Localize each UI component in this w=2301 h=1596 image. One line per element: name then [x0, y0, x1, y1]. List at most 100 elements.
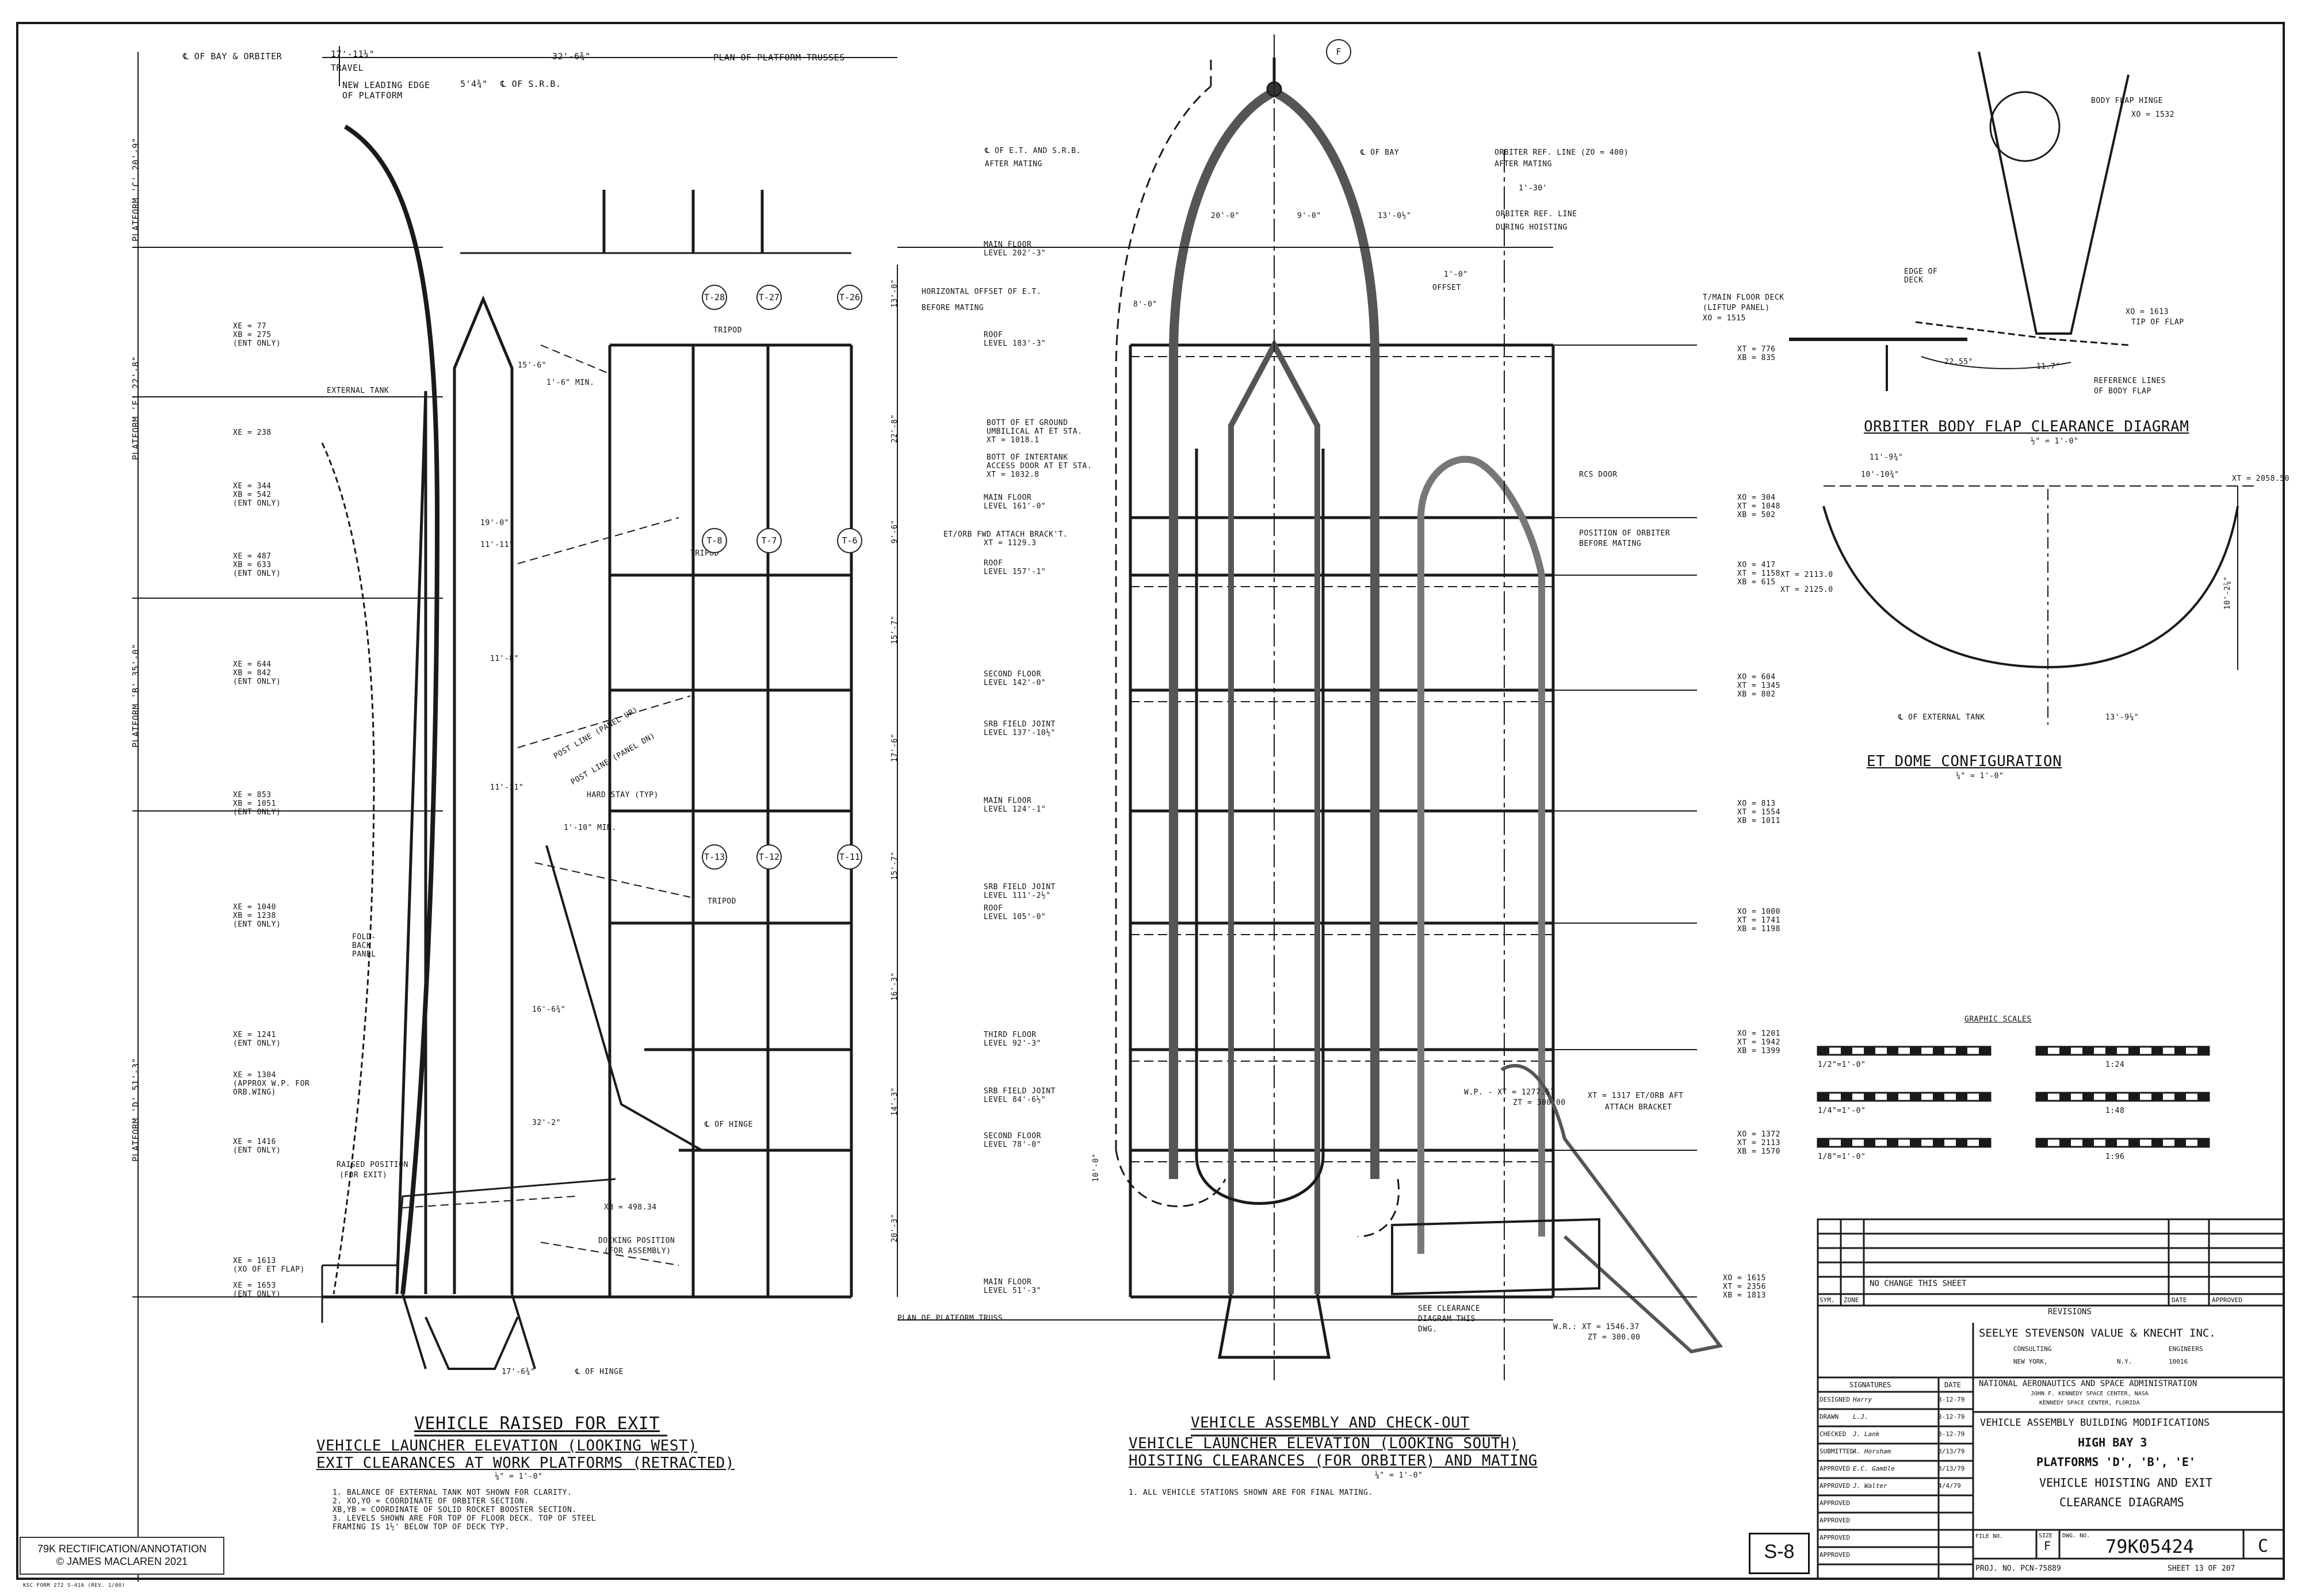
floor-level-label: ET/ORB FWD ATTACH BRACK'T.XT = 1129.3	[943, 530, 1068, 548]
platform-c-label: PLATFORM 'C' 20'-9"	[131, 137, 141, 242]
vertical-dimension: 10'-0"	[1092, 1153, 1100, 1182]
work-point-label: ZT = 300.00	[1513, 1099, 1566, 1107]
dimension-label: 19'-0"	[480, 519, 509, 527]
center-name: JOHN F. KENNEDY SPACE CENTER, NASA	[2031, 1391, 2149, 1397]
dimension-label: 15'-6"	[518, 361, 546, 370]
fold-back-panel-label: FOLD-BACK PANEL	[352, 933, 376, 959]
vertical-dimension: 15'-7"	[890, 615, 899, 644]
revision-letter: C	[2258, 1536, 2269, 1556]
vertical-dimension: 16'-3"	[890, 972, 899, 1001]
docking-position-label: DOCKING POSITION	[598, 1237, 675, 1245]
sheet-count: SHEET 13 OF 207	[2168, 1564, 2235, 1573]
graphic-scales-label: GRAPHIC SCALES	[1964, 1015, 2032, 1024]
travel-dimension: 17'-11¼"	[331, 49, 375, 59]
general-notes: 1. BALANCE OF EXTERNAL TANK NOT SHOWN FO…	[332, 1488, 596, 1532]
see-clearance-label: DWG.	[1418, 1325, 1438, 1334]
platform-d-label: PLATFORM 'D' 51'-3"	[131, 1057, 141, 1162]
wr-label: ZT = 300.00	[1588, 1333, 1641, 1342]
dimension-label: 11'-9¾"	[1870, 453, 1904, 462]
station-label: XT = 2058.50	[2232, 474, 2289, 483]
work-point-label: W.P. - XT = 1277.57	[1464, 1088, 1555, 1097]
angle-label: 22.55°	[1944, 358, 1973, 366]
sheet-number: S-8	[1749, 1533, 1810, 1574]
title-block-lines	[1817, 1218, 2285, 1580]
center-name: KENNEDY SPACE CENTER, FLORIDA	[2039, 1400, 2140, 1406]
signatures-header: SIGNATURES	[1849, 1381, 1891, 1389]
revision-note: NO CHANGE THIS SHEET	[1870, 1279, 1967, 1288]
et-dome-diagram	[1822, 485, 2255, 725]
station-label: XT = 2125.0	[1780, 585, 1833, 594]
before-mating-label: BEFORE MATING	[1579, 539, 1642, 548]
dimension-label: 10'-10¾"	[1861, 470, 1899, 479]
during-hoisting-label: DURING HOISTING	[1496, 223, 1568, 232]
of-body-flap-label: OF BODY FLAP	[2094, 387, 2151, 396]
revisions-header: REVISIONS	[2048, 1307, 2092, 1316]
truss-bubble: T-12	[756, 844, 782, 870]
dimension-label: 13'-0½"	[1378, 212, 1412, 220]
bay-name: HIGH BAY 3	[2078, 1436, 2147, 1449]
main-floor-deck-label: T/MAIN FLOOR DECK	[1703, 293, 1784, 302]
drawing-title: VEHICLE HOISTING AND EXIT	[2039, 1476, 2213, 1490]
orbiter-ref-line-label: ORBITER REF. LINE (ZO = 400)	[1494, 148, 1629, 157]
et-srb-centerline-label: ℄ OF E.T. AND S.R.B.	[985, 147, 1081, 155]
sheet-border	[16, 22, 2285, 1580]
vertical-dimension: 22'-8"	[890, 414, 899, 443]
dimension-label: 1'-0"	[1444, 270, 1468, 279]
attach-bracket-label: XT = 1317 ET/ORB AFT	[1588, 1092, 1684, 1100]
bay-orbiter-centerline-label: ℄ OF BAY & ORBITER	[183, 51, 282, 62]
dwg-no-label: DWG. NO.	[2062, 1533, 2090, 1539]
signature-row: APPROVED	[1820, 1499, 1850, 1507]
dimension-label: 17'-6¾"	[502, 1368, 536, 1376]
signatures-date-header: DATE	[1944, 1381, 1961, 1389]
for-exit-label: (FOR EXIT)	[339, 1171, 388, 1180]
truss-bubble: T-7	[756, 528, 782, 553]
raised-position-label: RAISED POSITION	[337, 1161, 408, 1169]
right-station-leaders	[1553, 345, 1697, 1298]
firm-name: SEELYE STEVENSON VALUE & KNECHT INC.	[1979, 1327, 2216, 1339]
station-label: XE = 1416(ENT ONLY)	[233, 1138, 281, 1155]
station-label: XE = 1613(XO OF ET FLAP)	[233, 1257, 305, 1274]
project-name: VEHICLE ASSEMBLY BUILDING MODIFICATIONS	[1980, 1417, 2210, 1429]
liftup-panel-label: (LIFTUP PANEL)	[1703, 304, 1770, 312]
signature-row: APPROVED	[1820, 1517, 1850, 1524]
scale-label: 1:96	[2105, 1153, 2125, 1161]
angle-label: 11.7°	[2036, 362, 2061, 371]
dimension-label: 8'-0"	[1133, 300, 1157, 309]
dimension-label: 1'-10" MIN.	[564, 824, 617, 832]
bay-centerline-label: ℄ OF BAY	[1360, 148, 1400, 157]
drawing-title: CLEARANCE DIAGRAMS	[2059, 1495, 2184, 1509]
horizontal-offset-label: HORIZONTAL OFFSET OF E.T.	[922, 288, 1042, 296]
agency-name: NATIONAL AERONAUTICS AND SPACE ADMINISTR…	[1979, 1379, 2197, 1388]
hard-stay-label: HARD STAY (TYP)	[587, 791, 659, 799]
see-clearance-label: DIAGRAM THIS	[1418, 1315, 1476, 1323]
et-dome-title: ET DOME CONFIGURATION	[1867, 753, 2062, 770]
dimension-label: 11'-11"	[480, 541, 514, 549]
station-label: XO = 1532	[2131, 110, 2174, 119]
zone-header: ZONE	[1844, 1296, 1859, 1304]
station-label: XT = 2113.0	[1780, 571, 1833, 579]
left-platform-structure	[322, 190, 853, 1299]
plan-truss-label: PLAN OF PLATFORM TRUSS	[897, 1314, 1003, 1323]
station-label: XB = 498.34	[604, 1203, 657, 1212]
center-view-note: 1. ALL VEHICLE STATIONS SHOWN ARE FOR FI…	[1129, 1488, 1373, 1497]
left-srb-outline	[395, 295, 536, 1370]
dimension-label: 10'-2⅞"	[2223, 576, 2232, 610]
